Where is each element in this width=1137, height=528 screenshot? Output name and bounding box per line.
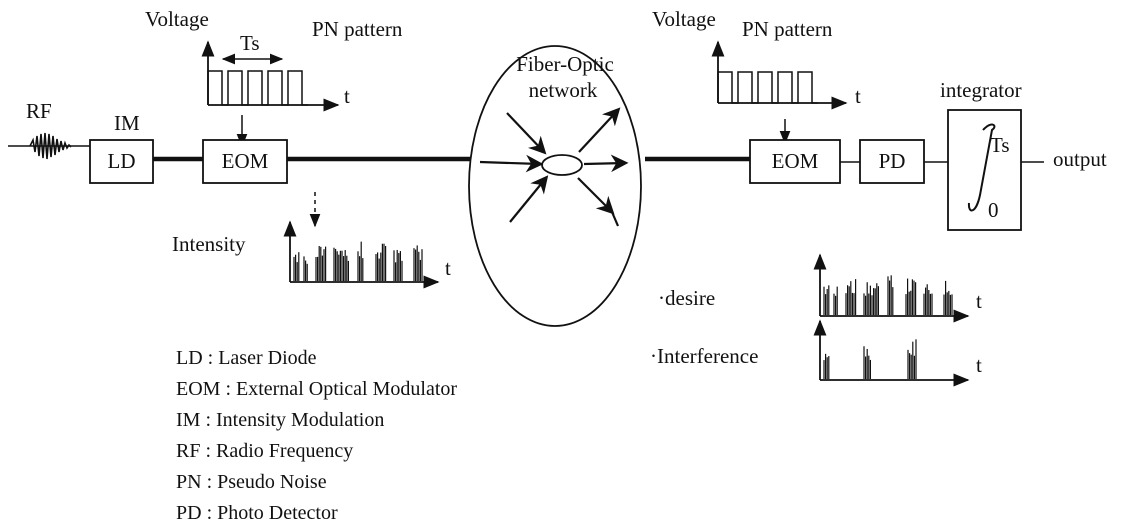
pn-pattern-label-right: PN pattern xyxy=(742,17,833,41)
network-label-line2: network xyxy=(529,78,598,102)
integrator-block: integrator Ts 0 xyxy=(940,78,1022,231)
pn-pattern-plot-left: Voltage Ts PN pattern t xyxy=(145,7,403,148)
pn-pattern-label-left: PN pattern xyxy=(312,17,403,41)
desire-label: ·desire xyxy=(658,286,715,310)
integrator-label: integrator xyxy=(940,78,1022,102)
legend-item: IM : Intensity Modulation xyxy=(176,409,384,431)
t-label-interference: t xyxy=(976,353,982,377)
interference-label: ·Interference xyxy=(650,344,758,368)
interference-bursts xyxy=(823,339,917,379)
rf-signal: RF IM xyxy=(8,99,140,160)
t-label-pn-right: t xyxy=(855,84,861,108)
network-ellipse xyxy=(468,45,642,327)
legend-item: PN : Pseudo Noise xyxy=(176,471,327,493)
eom-block-left-label: EOM xyxy=(222,149,269,173)
network-coupler xyxy=(541,154,583,176)
voltage-label-right: Voltage xyxy=(652,7,716,31)
intensity-plot: Intensity t xyxy=(172,220,451,289)
pn-waveform-left xyxy=(207,70,308,106)
integrator-upper-limit: Ts xyxy=(990,133,1010,157)
eom-block-right xyxy=(749,139,841,184)
integrator-lower-limit: 0 xyxy=(988,198,999,222)
desire-bursts xyxy=(823,275,953,315)
ld-block-label: LD xyxy=(108,149,136,173)
pn-waveform-right xyxy=(717,71,818,104)
pd-block xyxy=(859,139,925,184)
t-label-pn-left: t xyxy=(344,84,350,108)
intensity-label: Intensity xyxy=(172,232,246,256)
legend-item: PD : Photo Detector xyxy=(176,502,338,524)
legend-item: RF : Radio Frequency xyxy=(176,440,353,462)
rf-waveform xyxy=(29,132,72,160)
interference-plot: ·Interference t xyxy=(650,319,982,387)
legend: LD : Laser Diode EOM : External Optical … xyxy=(176,347,457,524)
network-label-line1: Fiber-Optic xyxy=(516,52,614,76)
voltage-label-left: Voltage xyxy=(145,7,209,31)
eom-block-right-label: EOM xyxy=(772,149,819,173)
t-label-intensity: t xyxy=(445,256,451,280)
ld-block xyxy=(89,139,154,184)
im-label: IM xyxy=(114,111,140,135)
legend-item: EOM : External Optical Modulator xyxy=(176,378,457,400)
rf-label: RF xyxy=(26,99,52,123)
pd-block-label: PD xyxy=(879,149,906,173)
legend-item: LD : Laser Diode xyxy=(176,347,317,369)
desire-plot: ·desire t xyxy=(658,253,982,323)
pn-pattern-plot-right: Voltage PN pattern t xyxy=(652,7,861,145)
integral-symbol xyxy=(967,123,996,212)
fiber-optic-network: Fiber-Optic network xyxy=(468,45,642,327)
ts-label-left: Ts xyxy=(240,31,260,55)
t-label-desire: t xyxy=(976,289,982,313)
eom-block-left xyxy=(202,139,288,184)
output-label: output xyxy=(1053,147,1107,171)
intensity-bursts xyxy=(293,241,423,281)
